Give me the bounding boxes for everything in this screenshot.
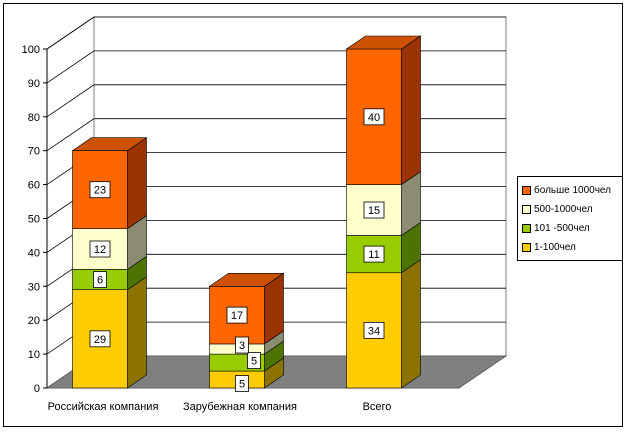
data-label: 15 bbox=[368, 205, 380, 217]
gridline bbox=[46, 16, 506, 50]
category-label: Всего bbox=[363, 401, 392, 413]
y-tick-label: 40 bbox=[28, 247, 40, 259]
data-label-box bbox=[235, 336, 249, 354]
data-label: 11 bbox=[368, 249, 379, 261]
legend-swatch bbox=[522, 205, 531, 214]
bar-top bbox=[71, 137, 148, 151]
legend-item: 101 -500чел bbox=[522, 219, 618, 238]
legend: больше 1000чел 500-1000чел 101 -500чел 1-10… bbox=[517, 176, 623, 261]
legend-swatch bbox=[522, 224, 531, 233]
data-label: 3 bbox=[239, 340, 245, 352]
bar-side bbox=[401, 35, 421, 186]
data-label: 6 bbox=[97, 275, 103, 287]
category-label: Зарубежная компания bbox=[183, 401, 297, 413]
data-label-box bbox=[93, 271, 107, 288]
data-label: 40 bbox=[368, 112, 380, 124]
y-tick-label: 60 bbox=[28, 180, 40, 192]
legend-label: 1-100чел bbox=[534, 242, 576, 253]
legend-swatch bbox=[522, 243, 531, 252]
y-tick-label: 50 bbox=[28, 214, 40, 226]
data-label: 29 bbox=[94, 334, 106, 346]
data-label-box bbox=[89, 181, 111, 199]
data-label-box bbox=[363, 245, 385, 263]
data-label-box bbox=[235, 375, 249, 392]
data-label: 12 bbox=[94, 244, 106, 256]
y-tick-label: 80 bbox=[28, 112, 40, 124]
y-tick-label: 100 bbox=[22, 44, 40, 56]
data-label: 5 bbox=[251, 356, 257, 368]
legend-item: больше 1000чел bbox=[522, 181, 618, 200]
legend-item: 1-100чел bbox=[522, 238, 618, 257]
data-label-box bbox=[247, 352, 261, 369]
stacked-bar-chart: 0 10 20 30 40 50 60 70 80 90 100 29 6 12 23Российская … bbox=[22, 16, 508, 413]
data-label-box bbox=[89, 330, 111, 348]
y-tick-label: 70 bbox=[28, 146, 40, 158]
category-label: Российская компания bbox=[48, 401, 159, 413]
bar-top bbox=[345, 35, 422, 50]
legend-item: 500-1000чел bbox=[522, 200, 618, 219]
data-label-box bbox=[363, 321, 385, 339]
y-tick-label: 30 bbox=[28, 281, 40, 293]
bar-side bbox=[127, 137, 147, 230]
bar-top bbox=[208, 272, 285, 287]
bar-side bbox=[401, 259, 421, 389]
data-label-box bbox=[363, 108, 385, 126]
y-tick-label: 0 bbox=[34, 383, 40, 395]
data-label-box bbox=[363, 201, 385, 219]
y-tick-label: 10 bbox=[28, 349, 40, 361]
y-tick-label: 90 bbox=[28, 78, 40, 90]
data-label-box bbox=[226, 306, 248, 324]
legend-label: 101 -500чел bbox=[534, 223, 590, 234]
legend-swatch bbox=[522, 186, 531, 195]
data-label: 17 bbox=[231, 310, 243, 322]
bar-side bbox=[127, 276, 147, 389]
legend-label: 500-1000чел bbox=[534, 204, 593, 215]
data-label: 23 bbox=[94, 185, 106, 197]
data-label: 34 bbox=[368, 325, 380, 337]
data-label: 5 bbox=[239, 379, 245, 391]
legend-label: больше 1000чел bbox=[534, 185, 611, 196]
data-label-box bbox=[89, 240, 111, 258]
y-tick-label: 20 bbox=[28, 315, 40, 327]
